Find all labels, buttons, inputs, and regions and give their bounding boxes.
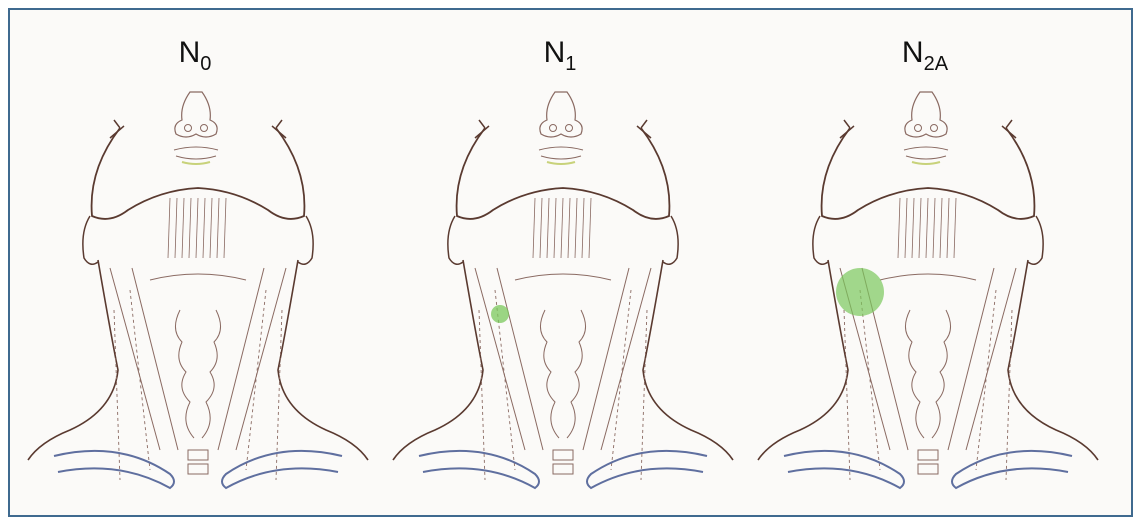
ear-left: [813, 216, 828, 264]
ear-left: [448, 216, 463, 264]
neck-right: [278, 260, 368, 460]
muscle-right: [948, 268, 1016, 450]
ear-right: [663, 216, 678, 264]
nostril: [915, 125, 922, 132]
nose-outline: [540, 92, 582, 137]
strap-muscle-line: [547, 198, 549, 258]
jaw-tick-left: [840, 120, 854, 138]
strap-muscle-line: [561, 198, 563, 258]
neck-right: [1008, 260, 1098, 460]
lip-line: [182, 162, 210, 164]
nose-outline: [175, 92, 217, 137]
strap-muscle-line: [540, 198, 542, 258]
lip-line: [912, 162, 940, 164]
muscle-left: [110, 268, 178, 450]
jaw-tick-right: [637, 120, 651, 138]
nostril: [550, 125, 557, 132]
neck-right: [643, 260, 733, 460]
strap-muscle-line: [933, 198, 935, 258]
hyoid: [880, 274, 976, 280]
strap-muscle-line: [919, 198, 921, 258]
strap-muscle-line: [168, 198, 170, 258]
tracheal-rings: [553, 450, 573, 474]
strap-muscle-line: [182, 198, 184, 258]
jaw-tick-right: [272, 120, 286, 138]
strap-muscle-line: [554, 198, 556, 258]
strap-muscle-line: [905, 198, 907, 258]
strap-muscle-line: [940, 198, 942, 258]
nose-outline: [905, 92, 947, 137]
neck-left: [758, 260, 848, 460]
clavicle-left: [784, 451, 904, 488]
lips: [539, 147, 583, 159]
ear-right: [1028, 216, 1043, 264]
neck-left: [393, 260, 483, 460]
strap-muscle-line: [196, 198, 198, 258]
nostril: [201, 125, 208, 132]
level-boundary: [844, 290, 1012, 480]
neck-illustration-n2a: [740, 10, 1110, 515]
strap-muscle-line: [217, 198, 219, 258]
panel-n2a: N2A: [740, 10, 1110, 515]
nostril: [185, 125, 192, 132]
muscle-right: [218, 268, 286, 450]
clavicle-right: [587, 451, 707, 488]
neck-illustration-n0: [10, 10, 380, 515]
strap-muscle-line: [568, 198, 570, 258]
neck-left: [28, 260, 118, 460]
neck-illustration-n1: [375, 10, 745, 515]
strap-muscle-line: [175, 198, 177, 258]
strap-muscle-line: [898, 198, 900, 258]
strap-muscle-line: [582, 198, 584, 258]
hyoid: [515, 274, 611, 280]
tracheal-rings: [188, 450, 208, 474]
lymph-node-large: [836, 268, 884, 316]
ear-right: [298, 216, 313, 264]
clavicle-left: [419, 451, 539, 488]
ear-left: [83, 216, 98, 264]
lip-line: [547, 162, 575, 164]
nostril: [566, 125, 573, 132]
clavicle-right: [222, 451, 342, 488]
panel-n1: N1: [375, 10, 745, 515]
larynx-trachea: [540, 310, 585, 438]
hyoid: [150, 274, 246, 280]
lips: [904, 147, 948, 159]
lymph-node-small: [491, 305, 509, 323]
strap-muscle-line: [575, 198, 577, 258]
clavicle-left: [54, 451, 174, 488]
larynx-trachea: [905, 310, 950, 438]
strap-muscle-line: [533, 198, 535, 258]
strap-muscle-line: [224, 198, 226, 258]
strap-muscle-line: [954, 198, 956, 258]
level-boundary: [114, 290, 282, 480]
strap-muscle-line: [203, 198, 205, 258]
strap-muscle-line: [189, 198, 191, 258]
nostril: [931, 125, 938, 132]
lips: [174, 147, 218, 159]
jaw-tick-left: [475, 120, 489, 138]
jaw-tick-right: [1002, 120, 1016, 138]
figure-frame: N0 N1 N2A: [8, 8, 1133, 517]
muscle-right: [583, 268, 651, 450]
strap-muscle-line: [926, 198, 928, 258]
clavicle-right: [952, 451, 1072, 488]
jaw-tick-left: [110, 120, 124, 138]
muscle-left: [475, 268, 543, 450]
larynx-trachea: [175, 310, 220, 438]
strap-muscle-line: [210, 198, 212, 258]
panel-n0: N0: [10, 10, 380, 515]
strap-muscle-line: [947, 198, 949, 258]
tracheal-rings: [918, 450, 938, 474]
strap-muscle-line: [589, 198, 591, 258]
strap-muscle-line: [912, 198, 914, 258]
